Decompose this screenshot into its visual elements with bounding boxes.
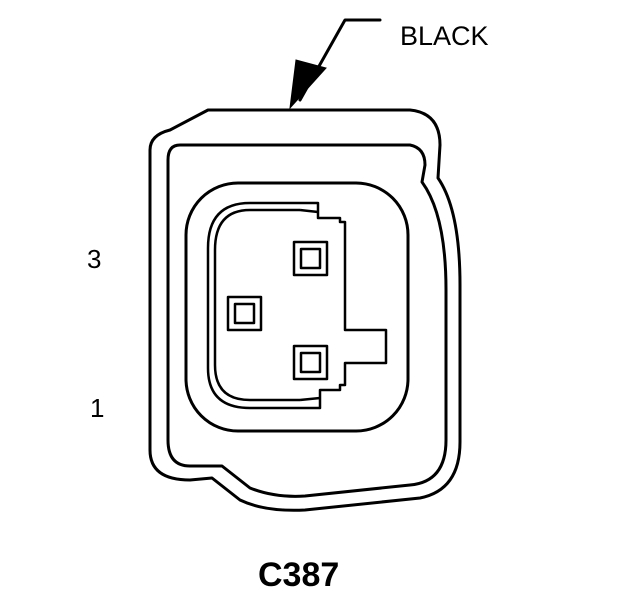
connector-id: C387 bbox=[258, 556, 340, 594]
terminal-pin-3 bbox=[292, 240, 329, 277]
wire-color-label: BLACK bbox=[400, 21, 489, 51]
outer-housing bbox=[148, 108, 462, 512]
terminal-cavity bbox=[206, 201, 388, 410]
pin-label-1: 1 bbox=[90, 393, 105, 423]
leader-line bbox=[298, 18, 382, 102]
pin-label-3: 3 bbox=[87, 244, 102, 274]
arrowhead-icon bbox=[289, 59, 327, 110]
inner-housing bbox=[166, 143, 448, 498]
terminal-pin-2 bbox=[226, 295, 263, 332]
terminal-cavity-inner bbox=[213, 208, 300, 402]
plug-face bbox=[184, 181, 410, 433]
cavity-notch-top bbox=[299, 208, 319, 214]
terminal-pin-1 bbox=[292, 344, 329, 381]
cavity-notch-bottom bbox=[299, 396, 321, 402]
